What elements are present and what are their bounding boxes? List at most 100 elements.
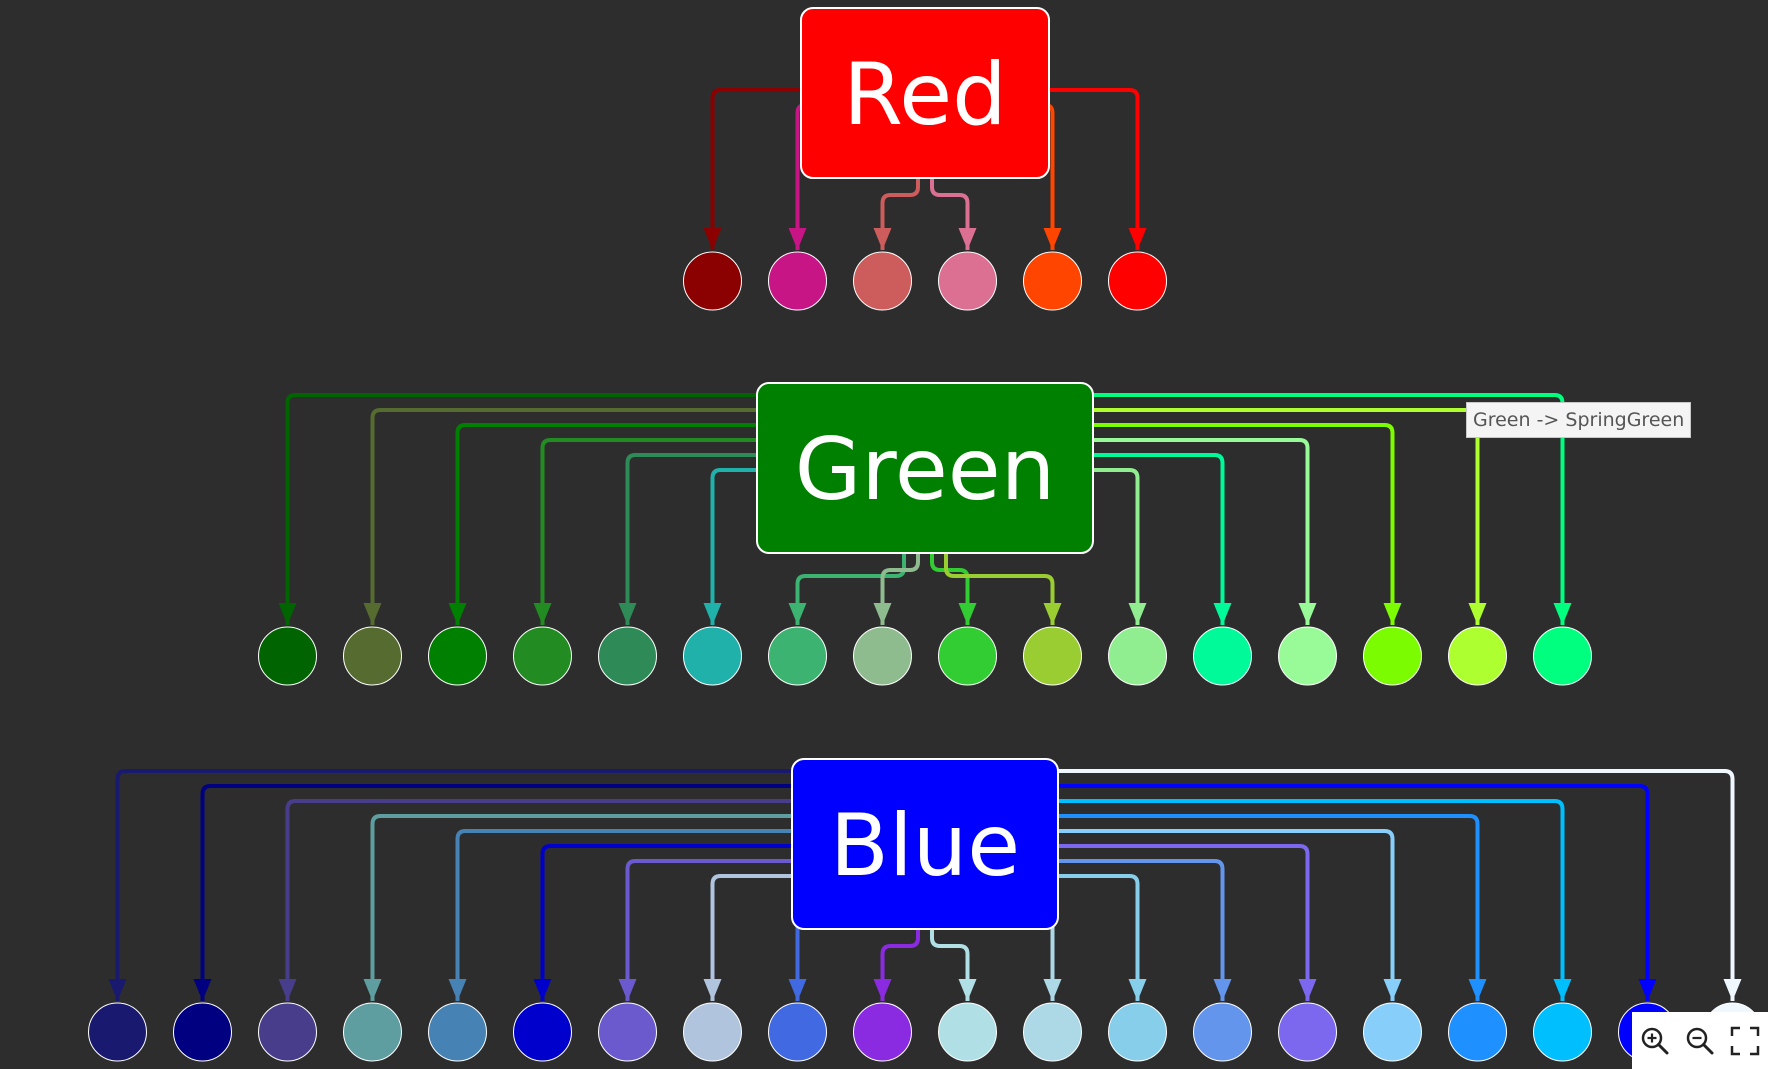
root-node-red[interactable]: Red — [800, 7, 1050, 179]
edge-arrowhead — [1213, 979, 1232, 1001]
zoom-in-button[interactable] — [1636, 1022, 1674, 1060]
child-node-darkslateblue[interactable] — [258, 1002, 317, 1062]
edge-green-11[interactable] — [1093, 453, 1225, 625]
edge-green-2[interactable] — [455, 423, 758, 625]
child-node-darkseagreen[interactable] — [853, 626, 912, 686]
edge-blue-10[interactable] — [930, 929, 970, 1001]
child-node-steelblue[interactable] — [428, 1002, 487, 1062]
edge-arrowhead — [1553, 979, 1572, 1001]
edge-blue-18[interactable] — [1058, 784, 1650, 1001]
child-node-mediumvioletred[interactable] — [768, 251, 827, 311]
root-node-box[interactable] — [791, 758, 1059, 930]
edge-green-0[interactable] — [285, 393, 758, 625]
child-node-lightseagreen[interactable] — [683, 626, 742, 686]
edge-green-12[interactable] — [1093, 438, 1310, 625]
child-node-indianred[interactable] — [853, 251, 912, 311]
child-node-navy[interactable] — [173, 1002, 232, 1062]
edge-blue-14[interactable] — [1058, 844, 1310, 1001]
edge-blue-9[interactable] — [880, 929, 920, 1001]
child-node-lightgreen[interactable] — [1108, 626, 1167, 686]
child-node-blueviolet[interactable] — [853, 1002, 912, 1062]
child-node-midnightblue[interactable] — [88, 1002, 147, 1062]
child-node-mediumspringgreen[interactable] — [1193, 626, 1252, 686]
edge-blue-13[interactable] — [1058, 859, 1225, 1001]
child-node-royalblue[interactable] — [768, 1002, 827, 1062]
child-node-lightskyblue[interactable] — [1363, 1002, 1422, 1062]
edge-arrowhead — [958, 603, 977, 625]
edge-arrowhead — [1043, 603, 1062, 625]
edge-blue-5[interactable] — [540, 844, 793, 1001]
child-node-yellowgreen[interactable] — [1023, 626, 1082, 686]
root-node-label: Red — [843, 45, 1006, 145]
child-node-seagreen[interactable] — [598, 626, 657, 686]
child-node-lightblue[interactable] — [1023, 1002, 1082, 1062]
edge-green-13[interactable] — [1093, 423, 1395, 625]
root-node-blue[interactable]: Blue — [791, 758, 1059, 930]
child-node-cornflowerblue[interactable] — [1193, 1002, 1252, 1062]
child-node-dodgerblue[interactable] — [1448, 1002, 1507, 1062]
zoom-in-icon — [1641, 1027, 1669, 1054]
edge-blue-4[interactable] — [455, 829, 793, 1001]
child-node-darkolivegreen[interactable] — [343, 626, 402, 686]
child-node-mediumblue[interactable] — [513, 1002, 572, 1062]
edge-blue-17[interactable] — [1058, 799, 1565, 1001]
edge-green-4[interactable] — [625, 453, 758, 625]
edge-red-2[interactable] — [880, 178, 920, 250]
child-node-mediumslateblue[interactable] — [1278, 1002, 1337, 1062]
child-node-powderblue[interactable] — [938, 1002, 997, 1062]
child-node-darkred[interactable] — [683, 251, 742, 311]
edge-blue-15[interactable] — [1058, 829, 1395, 1001]
child-node-darkgreen[interactable] — [258, 626, 317, 686]
edge-arrowhead — [1128, 603, 1147, 625]
edge-blue-3[interactable] — [370, 814, 793, 1001]
edge-arrowhead — [363, 603, 382, 625]
fit-screen-button[interactable] — [1726, 1022, 1764, 1060]
edge-arrowhead — [193, 979, 212, 1001]
edge-blue-6[interactable] — [625, 859, 793, 1001]
edge-green-6[interactable] — [795, 553, 906, 625]
edge-blue-19[interactable] — [1058, 769, 1735, 1001]
child-node-lawngreen[interactable] — [1363, 626, 1422, 686]
edge-red-3[interactable] — [930, 178, 970, 250]
child-node-palevioletred[interactable] — [938, 251, 997, 311]
edge-green-7[interactable] — [880, 553, 920, 625]
child-node-cadetblue[interactable] — [343, 1002, 402, 1062]
child-node-greenyellow[interactable] — [1448, 626, 1507, 686]
edge-red-5[interactable] — [1049, 88, 1140, 250]
edge-blue-12[interactable] — [1058, 874, 1140, 1001]
child-node-skyblue[interactable] — [1108, 1002, 1167, 1062]
edge-green-14[interactable] — [1093, 408, 1480, 625]
root-node-green[interactable]: Green — [756, 382, 1094, 554]
child-node-springgreen[interactable] — [1533, 626, 1592, 686]
child-node-lightsteelblue[interactable] — [683, 1002, 742, 1062]
edge-green-9[interactable] — [944, 553, 1055, 625]
edge-arrowhead — [958, 228, 977, 250]
child-node-orangered[interactable] — [1023, 251, 1082, 311]
edge-blue-2[interactable] — [285, 799, 793, 1001]
child-node-deepskyblue[interactable] — [1533, 1002, 1592, 1062]
zoom-out-button[interactable] — [1681, 1022, 1719, 1060]
edge-arrowhead — [1638, 979, 1657, 1001]
child-node-red[interactable] — [1108, 251, 1167, 311]
edge-arrowhead — [1128, 228, 1147, 250]
child-node-limegreen[interactable] — [938, 626, 997, 686]
edge-blue-16[interactable] — [1058, 814, 1480, 1001]
fullscreen-icon — [1731, 1026, 1760, 1055]
edge-green-3[interactable] — [540, 438, 758, 625]
edge-green-8[interactable] — [930, 553, 970, 625]
edge-blue-1[interactable] — [200, 784, 793, 1001]
child-node-mediumseagreen[interactable] — [768, 626, 827, 686]
root-node-box[interactable] — [800, 7, 1050, 179]
child-node-forestgreen[interactable] — [513, 626, 572, 686]
child-node-slateblue[interactable] — [598, 1002, 657, 1062]
edge-blue-0[interactable] — [115, 769, 793, 1001]
edge-green-1[interactable] — [370, 408, 758, 625]
root-node-box[interactable] — [756, 382, 1094, 554]
edge-red-0[interactable] — [710, 88, 802, 250]
edge-green-10[interactable] — [1093, 468, 1140, 625]
edge-green-5[interactable] — [710, 468, 758, 625]
edge-blue-7[interactable] — [710, 874, 793, 1001]
child-node-palegreen[interactable] — [1278, 626, 1337, 686]
child-node-green[interactable] — [428, 626, 487, 686]
